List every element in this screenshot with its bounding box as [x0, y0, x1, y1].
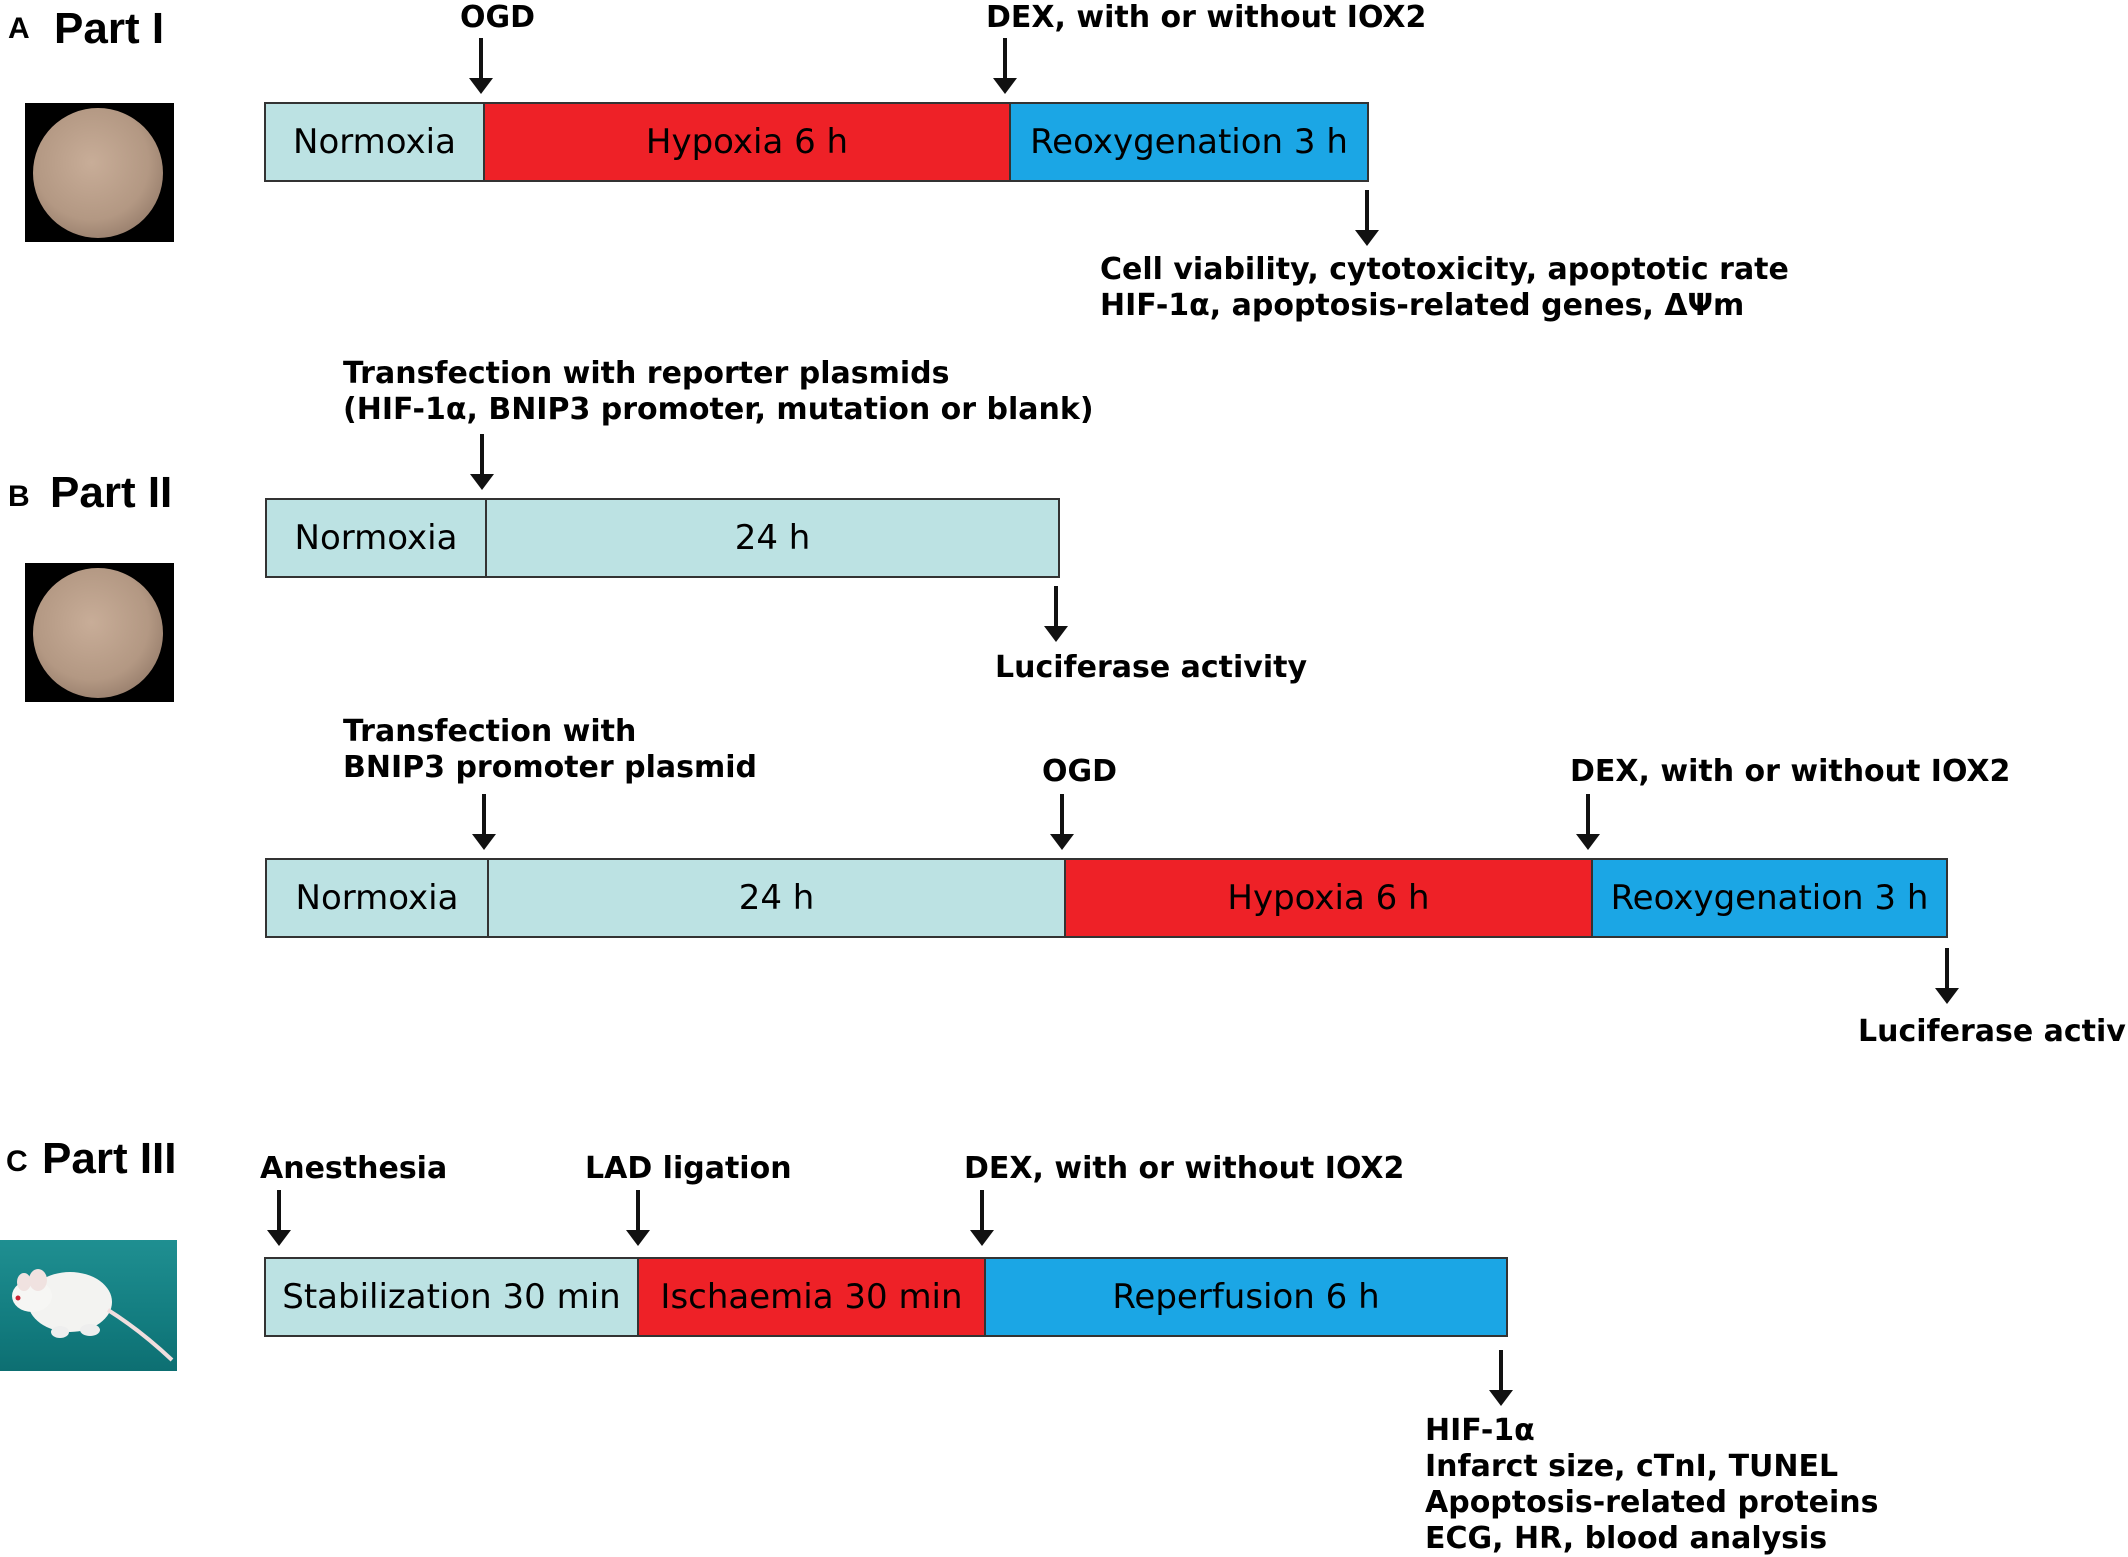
- down-arrow-icon: [623, 1190, 653, 1246]
- down-arrow-icon: [967, 1190, 997, 1246]
- down-arrow-icon: [990, 38, 1020, 94]
- down-arrow-icon: [1486, 1350, 1516, 1406]
- panel-a-timeline-bar: Normoxia Hypoxia 6 h Reoxygenation 3 h: [264, 102, 1369, 182]
- segment-hypoxia: Hypoxia 6 h: [1064, 860, 1591, 936]
- panel-b-row2-marker1-line-2: BNIP3 promoter plasmid: [343, 750, 757, 785]
- segment-normoxia: Normoxia: [267, 860, 487, 936]
- panel-c-marker-dex: DEX, with or without IOX2: [964, 1151, 1405, 1186]
- cell-culture-dish-photo: [25, 103, 174, 242]
- down-arrow-icon: [469, 794, 499, 850]
- panel-c-marker-lad-ligation: LAD ligation: [585, 1151, 792, 1186]
- segment-normoxia: Normoxia: [266, 104, 483, 180]
- panel-b-row2-outcome: Luciferase activity: [1858, 1014, 2128, 1049]
- down-arrow-icon: [1932, 948, 1962, 1004]
- panel-a-title: Part I: [54, 4, 165, 53]
- panel-b-letter: B: [8, 480, 30, 513]
- panel-c-outcome-line-1: HIF-1α: [1425, 1413, 1535, 1448]
- panel-a-marker-ogd: OGD: [460, 0, 536, 35]
- panel-b-row2-marker-dex: DEX, with or without IOX2: [1570, 754, 2011, 789]
- segment-24h: 24 h: [487, 860, 1064, 936]
- down-arrow-icon: [466, 38, 496, 94]
- panel-a-letter: A: [8, 12, 30, 45]
- segment-24h: 24 h: [485, 500, 1058, 576]
- white-mouse-photo: [0, 1240, 177, 1371]
- down-arrow-icon: [1047, 794, 1077, 850]
- panel-c-outcome-line-3: Apoptosis-related proteins: [1425, 1485, 1879, 1520]
- panel-b-row1-marker-line-1: Transfection with reporter plasmids: [343, 356, 950, 391]
- panel-a-outcome-line-1: Cell viability, cytotoxicity, apoptotic …: [1100, 252, 1789, 287]
- panel-b-row1-timeline-bar: Normoxia 24 h: [265, 498, 1060, 578]
- down-arrow-icon: [264, 1190, 294, 1246]
- cell-culture-dish-photo: [25, 563, 174, 702]
- panel-b-title: Part II: [50, 468, 173, 517]
- panel-b-row2-marker1-line-1: Transfection with: [343, 714, 637, 749]
- panel-c-marker-anesthesia: Anesthesia: [260, 1151, 448, 1186]
- segment-reoxygenation: Reoxygenation 3 h: [1591, 860, 1946, 936]
- panel-c-title: Part III: [42, 1134, 177, 1183]
- segment-normoxia: Normoxia: [267, 500, 485, 576]
- panel-a-outcome-line-2: HIF-1α, apoptosis-related genes, ΔΨm: [1100, 288, 1745, 323]
- segment-stabilization: Stabilization 30 min: [266, 1259, 637, 1335]
- segment-reperfusion: Reperfusion 6 h: [984, 1259, 1506, 1335]
- panel-c-timeline-bar: Stabilization 30 min Ischaemia 30 min Re…: [264, 1257, 1508, 1337]
- panel-a-marker-dex: DEX, with or without IOX2: [986, 0, 1427, 35]
- down-arrow-icon: [467, 434, 497, 490]
- down-arrow-icon: [1573, 794, 1603, 850]
- down-arrow-icon: [1041, 586, 1071, 642]
- segment-ischaemia: Ischaemia 30 min: [637, 1259, 984, 1335]
- panel-c-outcome-line-4: ECG, HR, blood analysis: [1425, 1521, 1828, 1556]
- panel-c-letter: C: [6, 1145, 28, 1178]
- panel-b-row2-timeline-bar: Normoxia 24 h Hypoxia 6 h Reoxygenation …: [265, 858, 1948, 938]
- panel-c-outcome-line-2: Infarct size, cTnI, TUNEL: [1425, 1449, 1839, 1484]
- down-arrow-icon: [1352, 190, 1382, 246]
- panel-b-row2-marker-ogd: OGD: [1042, 754, 1118, 789]
- panel-b-row1-outcome: Luciferase activity: [995, 650, 1308, 685]
- segment-hypoxia: Hypoxia 6 h: [483, 104, 1009, 180]
- segment-reoxygenation: Reoxygenation 3 h: [1009, 104, 1367, 180]
- panel-b-row1-marker-line-2: (HIF-1α, BNIP3 promoter, mutation or bla…: [343, 392, 1094, 427]
